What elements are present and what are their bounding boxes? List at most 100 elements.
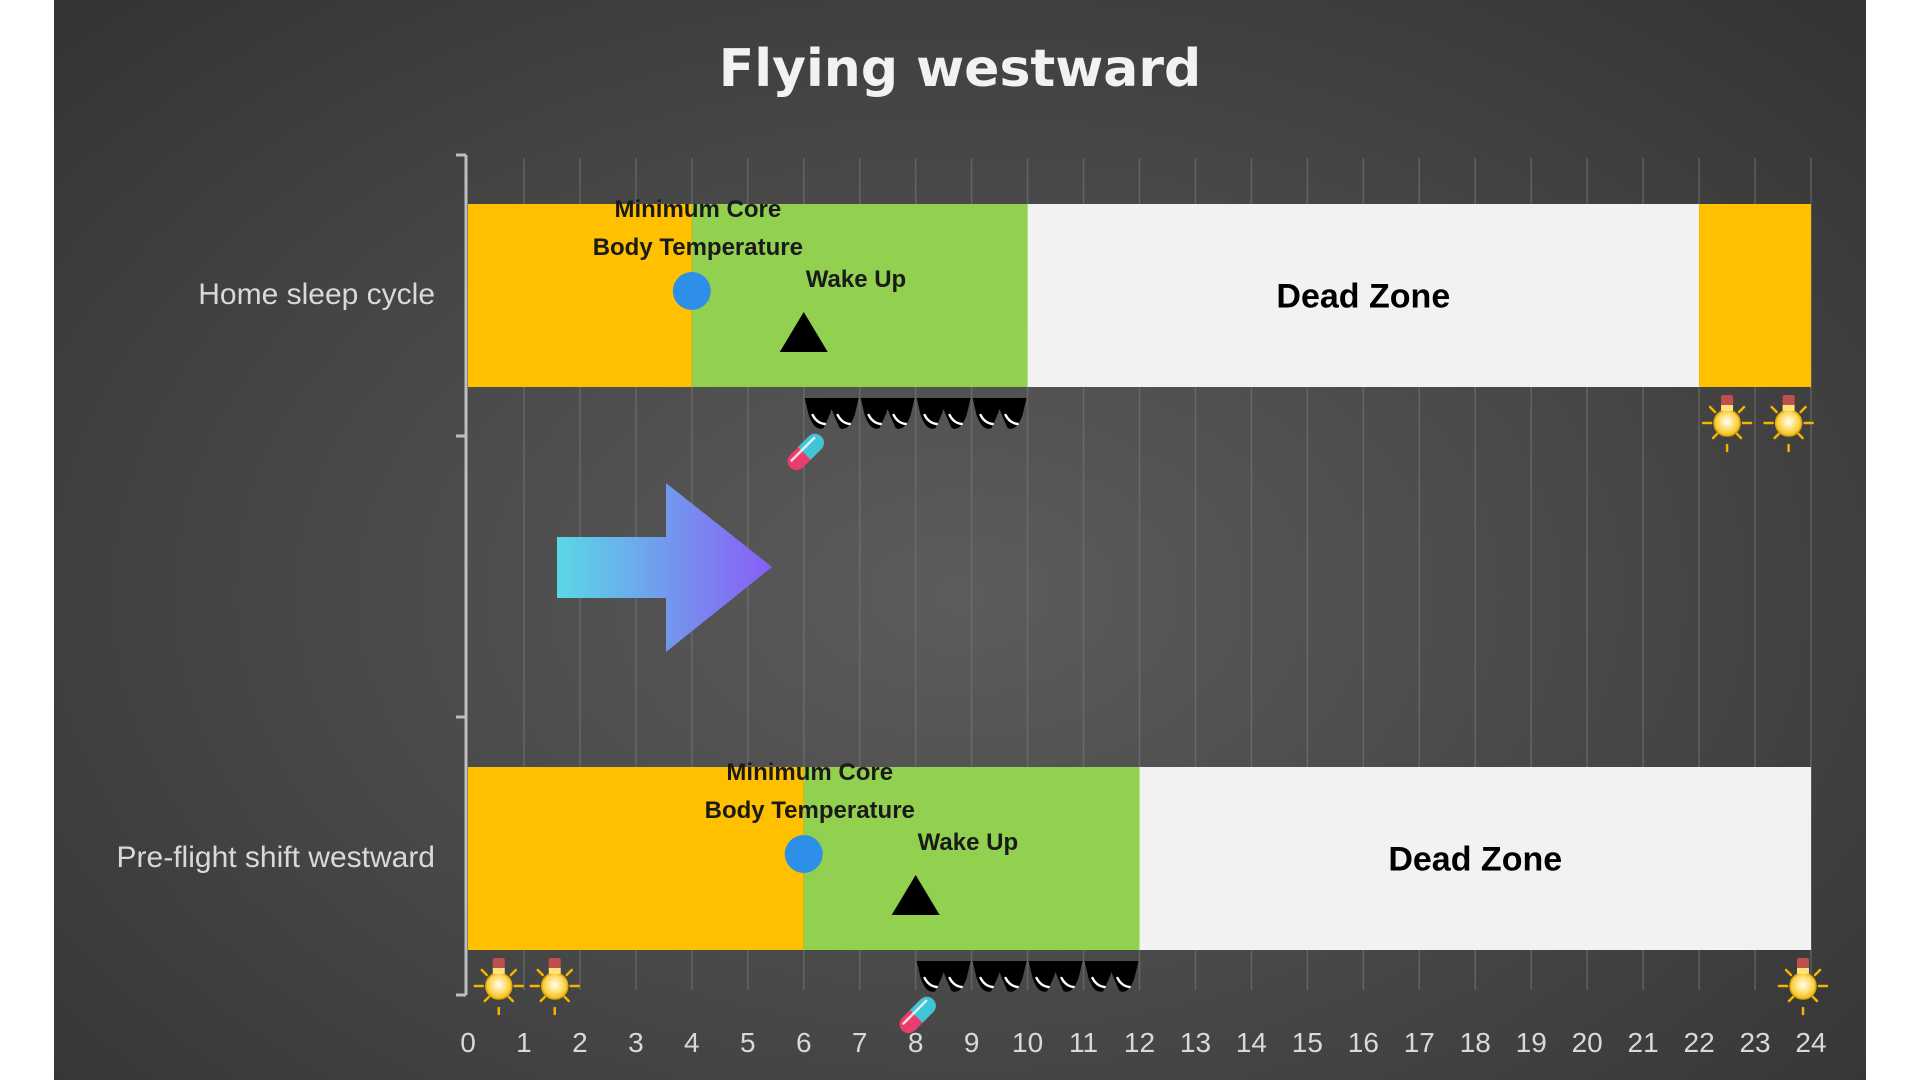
x-tick-label-23: 23 [1739,1027,1770,1058]
x-tick-label-3: 3 [628,1027,644,1058]
light-bulb-icon-preflight-0 [473,958,525,1016]
bar-preflight-segment-2 [1139,767,1811,950]
category-axis [456,153,468,997]
x-tick-label-6: 6 [796,1027,812,1058]
x-tick-label-19: 19 [1516,1027,1547,1058]
x-tick-label-21: 21 [1628,1027,1659,1058]
x-tick-label-16: 16 [1348,1027,1379,1058]
bar-home-segment-0 [468,204,692,387]
light-bulb-icon-preflight-0-neck [492,968,505,974]
light-bulb-icon-preflight-2-neck [1797,968,1809,974]
category-label-preflight: Pre-flight shift westward [117,841,435,874]
wake-up-marker-preflight [891,875,940,915]
pill-icon-home-shine [790,436,816,462]
light-bulb-icon-preflight-1 [529,958,580,1016]
sunglasses-icon-home-3 [972,398,1027,429]
min-core-label-line1-preflight: Minimum Core [726,759,893,786]
pill-icon-home-cap-mid [797,439,818,460]
shift-arrow [557,483,772,652]
x-tick-label-9: 9 [964,1027,980,1058]
sunglasses-icon-home-1-glint-left [867,413,882,426]
sunglasses-icon-preflight-3-glint-right [1116,976,1131,989]
sunglasses-icon-home-2 [916,398,971,429]
x-tick-label-24: 24 [1795,1027,1826,1058]
min-core-label-line2-home: Body Temperature [593,234,803,261]
bar-home-segment-2-label: Dead Zone [1276,278,1450,316]
light-bulb-icon-home-0-neck [1721,405,1734,411]
light-bulb-icon-home-0-ray-5 [1735,432,1743,440]
category-label-home: Home sleep cycle [198,278,435,311]
light-bulb-icon-home-0-ray-2 [1708,405,1717,414]
bar-home-segment-3 [1699,204,1811,387]
light-bulb-icon-home-0 [1701,395,1753,453]
x-tick-label-1: 1 [516,1027,532,1058]
x-tick-label-17: 17 [1404,1027,1435,1058]
x-tick-label-0: 0 [460,1027,476,1058]
sunglasses-icon-home-0 [804,398,859,429]
min-core-marker-preflight [784,835,823,873]
pill-icon-preflight [899,996,936,1034]
light-bulb-icon-preflight-2-ray-4 [1787,995,1795,1003]
light-bulb-icon-home-0-ray-3 [1737,405,1746,414]
wake-up-marker-home [779,312,828,352]
light-bulb-icon-home-0-base [1721,395,1734,407]
light-bulb-icon-preflight-2-glass [1789,972,1817,1000]
bar-home-segment-2 [1027,204,1700,387]
min-core-label-line2-preflight: Body Temperature [705,797,915,824]
x-tick-label-18: 18 [1460,1027,1491,1058]
light-bulb-icon-home-1-ray-5 [1797,432,1804,440]
light-bulb-icon-preflight-1-ray-3 [565,968,573,977]
light-bulb-icon-preflight-1-ray-5 [563,995,570,1003]
light-bulb-icon-preflight-1-base [548,958,561,970]
light-bulb-icon-preflight-2-ray-3 [1813,968,1822,977]
bar-preflight-segment-1 [803,767,1140,950]
bar-preflight-segment-0 [468,767,804,950]
sunglasses-icon-preflight-2-glint-left [1035,976,1050,989]
light-bulb-icon-preflight-0-ray-3 [509,968,518,977]
pill-icon-preflight-cap-mid [909,1002,930,1023]
sunglasses-icon-preflight-1-glint-left [979,976,994,989]
sunglasses-icon-home-2-glint-right [948,413,963,426]
light-bulb-icon-preflight-0-ray-4 [483,995,491,1003]
light-bulb-icon-home-0-glass [1713,409,1741,437]
min-core-label-line1-home: Minimum Core [614,196,781,223]
light-bulb-icon-preflight-1-glass [540,972,569,1000]
light-bulb-icon-preflight-2 [1777,958,1829,1016]
light-bulb-icon-preflight-0-base [492,958,505,970]
x-tick-label-12: 12 [1124,1027,1155,1058]
x-tick-label-22: 22 [1684,1027,1715,1058]
x-tick-label-14: 14 [1236,1027,1267,1058]
light-bulb-icon-preflight-0-ray-2 [480,968,489,977]
min-core-marker-home [672,272,711,310]
chart-title: Flying westward [719,39,1202,99]
sunglasses-icon-preflight-1-glint-right [1004,976,1019,989]
light-bulb-icon-home-0-ray-4 [1711,432,1719,440]
wake-up-label-home: Wake Up [806,266,906,293]
pill-icon-home [787,433,824,471]
x-tick-label-4: 4 [684,1027,700,1058]
light-bulb-icon-preflight-2-ray-5 [1811,995,1819,1003]
light-bulb-icon-preflight-0-ray-5 [507,995,515,1003]
x-tick-label-15: 15 [1292,1027,1323,1058]
sunglasses-icon-preflight-3 [1084,961,1139,992]
x-tick-label-7: 7 [852,1027,868,1058]
x-tick-label-5: 5 [740,1027,756,1058]
bar-preflight-segment-2-label: Dead Zone [1388,841,1562,879]
sunglasses-icon-preflight-1 [972,961,1027,992]
sunglasses-icon-home-2-glint-left [923,413,938,426]
sunglasses-icon-preflight-2-glint-right [1060,976,1075,989]
bar-home-segment-1 [691,204,1028,387]
wake-up-label-preflight: Wake Up [918,829,1018,856]
sunglasses-icon-preflight-0-glint-right [948,976,963,989]
sunglasses-icon-home-1 [860,398,915,429]
light-bulb-icon-home-1-ray-4 [1773,432,1780,440]
sunglasses-icon-home-0-glint-left [811,413,826,426]
sunglasses-icon-home-1-glint-right [892,413,907,426]
sunglasses-icon-preflight-2 [1028,961,1083,992]
light-bulb-icon-preflight-1-neck [548,968,561,974]
light-bulb-icon-home-1-neck [1782,405,1795,411]
